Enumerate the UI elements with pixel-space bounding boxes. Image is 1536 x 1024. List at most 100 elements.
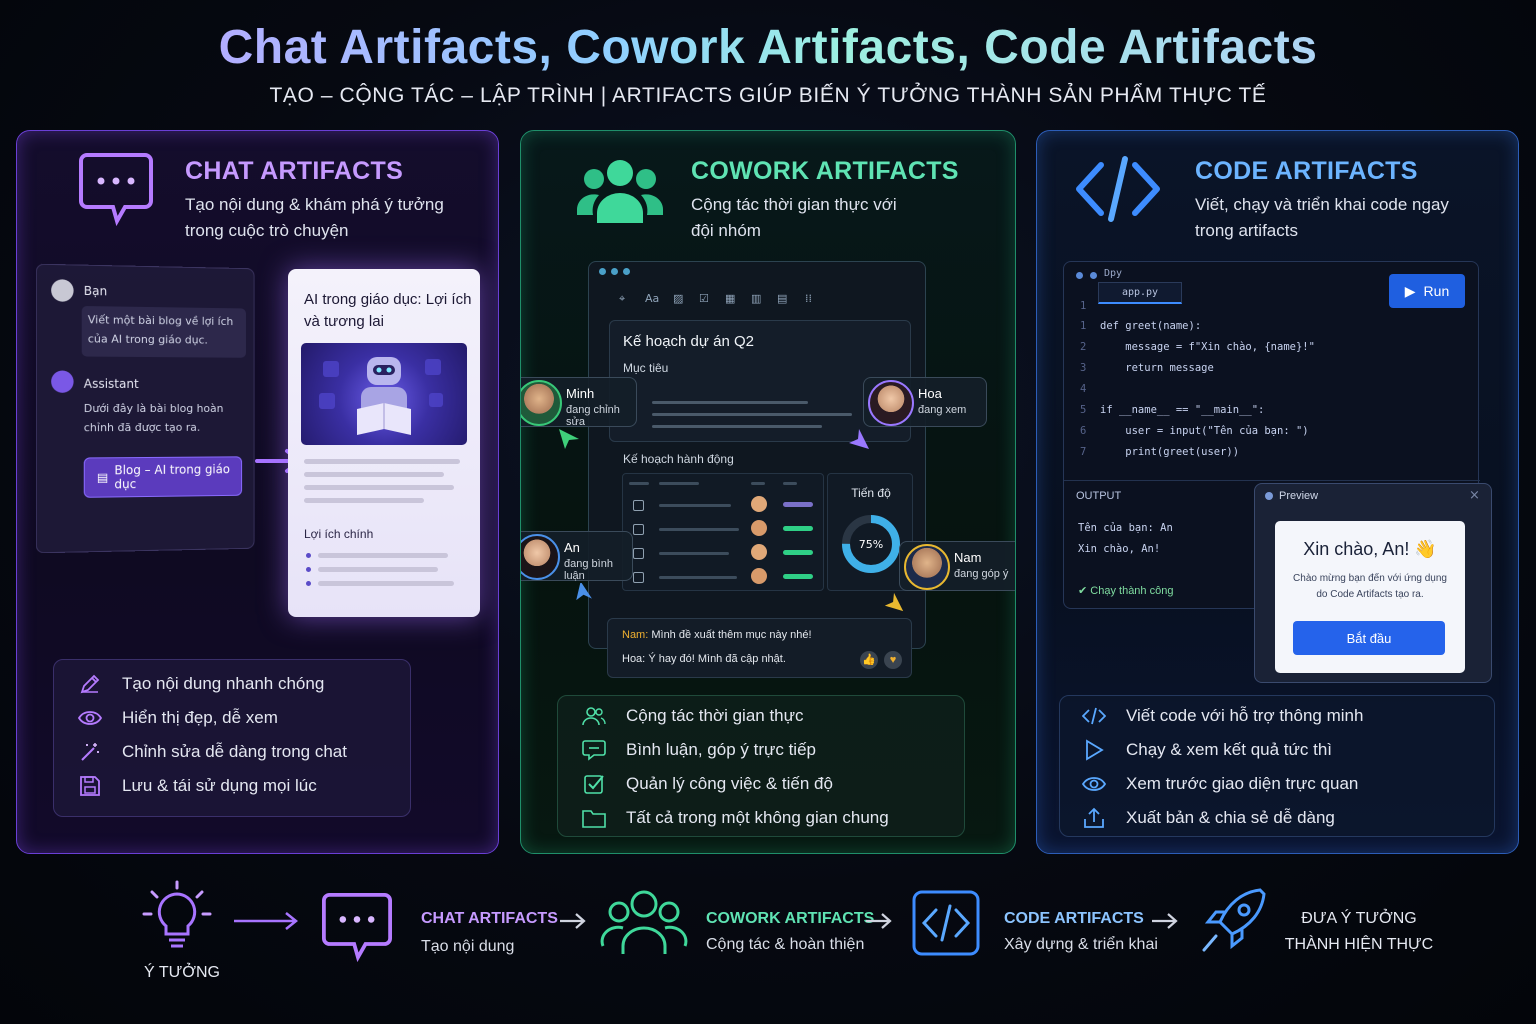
- feature-label: Hiển thị đẹp, dễ xem: [122, 708, 278, 728]
- chat-bubble-icon: [322, 890, 392, 964]
- code-line: message = f"Xin chào, {name}!": [1100, 341, 1315, 353]
- task-checkbox[interactable]: [633, 548, 644, 559]
- doc-title: Kế hoạch dự án Q2: [623, 333, 754, 350]
- cursor-pointer-icon: [557, 427, 581, 451]
- task-checkbox[interactable]: [633, 572, 644, 583]
- code-feature-list: Viết code với hỗ trợ thông minh Chạy & x…: [1059, 695, 1495, 837]
- user-avatar: [51, 279, 73, 302]
- task-checkbox[interactable]: [633, 524, 644, 535]
- graph-tool-icon[interactable]: ▤: [777, 292, 787, 305]
- window-title: Dpy: [1104, 268, 1122, 279]
- folder-icon: [582, 806, 606, 830]
- cowork-artifacts-panel: COWORK ARTIFACTS Cộng tác thời gian thực…: [520, 130, 1016, 854]
- collaborator-status: đang bình luận: [564, 558, 632, 582]
- feature-item: Tất cả trong một không gian chung: [582, 806, 889, 830]
- page-title: Chat Artifacts, Cowork Artifacts, Code A…: [0, 20, 1536, 75]
- collaborator-tag-hoa: Hoa đang xem: [863, 377, 987, 427]
- thumbs-up-icon[interactable]: 👍: [860, 651, 878, 669]
- code-panel-description: Viết, chạy và triển khai code ngay trong…: [1195, 192, 1455, 244]
- chat-bubble-icon: [79, 151, 153, 227]
- task-checkbox[interactable]: [633, 500, 644, 511]
- collaborator-tag-an: An đang bình luận: [520, 531, 633, 581]
- user-message: Viết một bài blog về lợi ích của AI tron…: [82, 306, 246, 358]
- assistant-avatar: [51, 370, 73, 392]
- comment-text: Ý hay đó! Mình đã cập nhật.: [648, 653, 786, 665]
- run-label: Run: [1424, 283, 1450, 299]
- preview-window: Preview × Xin chào, An! 👋 Chào mừng bạn …: [1254, 483, 1492, 683]
- output-line: Xin chào, An!: [1078, 543, 1160, 555]
- cursor-pointer-icon: [847, 427, 871, 451]
- flow-cowork-label: COWORK ARTIFACTS: [706, 910, 874, 928]
- more-tools-icon[interactable]: ⁞⁞: [805, 292, 812, 305]
- file-tab[interactable]: app.py: [1098, 282, 1182, 304]
- cowork-panel-title: COWORK ARTIFACTS: [691, 157, 959, 186]
- blog-section-title: Lợi ích chính: [304, 527, 373, 541]
- comment-thread: Nam: Mình đề xuất thêm mục này nhé! Hoa:…: [607, 618, 912, 678]
- feature-item: Quản lý công việc & tiến độ: [582, 772, 833, 796]
- code-line: user = input("Tên của bạn: "): [1100, 425, 1309, 437]
- feature-label: Cộng tác thời gian thực: [626, 706, 804, 726]
- start-button[interactable]: Bắt đầu: [1293, 621, 1445, 655]
- comment-author: Nam:: [622, 629, 648, 641]
- flow-final-label: THÀNH HIỆN THỰC: [1284, 936, 1434, 954]
- feature-label: Lưu & tái sử dụng mọi lúc: [122, 776, 317, 796]
- chat-panel-title: CHAT ARTIFACTS: [185, 157, 403, 186]
- cowork-panel-description: Cộng tác thời gian thực với đội nhóm: [691, 192, 911, 244]
- an-avatar: [520, 534, 560, 580]
- feature-label: Bình luận, góp ý trực tiếp: [626, 740, 816, 760]
- blog-artifact-button[interactable]: ▤ Blog – AI trong giáo dục: [84, 456, 242, 498]
- heart-icon[interactable]: ♥: [884, 651, 902, 669]
- comment-text: Mình đề xuất thêm mục này nhé!: [651, 629, 811, 641]
- feature-label: Tất cả trong một không gian chung: [626, 808, 889, 828]
- code-line: if __name__ == "__main__":: [1100, 404, 1264, 416]
- flow-cowork-sub: Cộng tác & hoàn thiện: [706, 936, 864, 954]
- close-icon[interactable]: ×: [1469, 488, 1480, 503]
- text-format-button[interactable]: Aa: [645, 292, 659, 305]
- feature-item: Chỉnh sửa dễ dàng trong chat: [78, 740, 347, 764]
- collaborator-tag-minh: Minh đang chỉnh sửa: [520, 377, 637, 427]
- assistant-message: Dưới đây là bài blog hoàn chỉnh đã được …: [84, 399, 242, 437]
- eye-icon: [1082, 772, 1106, 796]
- output-label: OUTPUT: [1076, 490, 1121, 502]
- users-icon: [582, 704, 606, 728]
- run-status: ✔ Chạy thành công: [1078, 584, 1173, 597]
- goal-label: Mục tiêu: [623, 361, 668, 375]
- arrow-right-icon: [864, 910, 894, 932]
- save-icon: [78, 774, 102, 798]
- checkbox-tool-icon[interactable]: ☑: [699, 292, 709, 305]
- play-outline-icon: [1082, 738, 1106, 762]
- preview-message: Chào mừng bạn đến với ứng dụng do Code A…: [1287, 571, 1453, 603]
- pencil-icon: [78, 672, 102, 696]
- feature-label: Quản lý công việc & tiến độ: [626, 774, 833, 794]
- team-icon: [577, 155, 663, 225]
- comment-author: Hoa:: [622, 653, 645, 665]
- code-panel-title: CODE ARTIFACTS: [1195, 157, 1418, 186]
- cursor-pointer-icon: [883, 591, 905, 613]
- collaborator-name: An: [564, 540, 580, 555]
- hoa-avatar: [868, 380, 914, 426]
- image-tool-icon[interactable]: ▨: [673, 292, 683, 305]
- preview-label: Preview: [1279, 490, 1318, 502]
- collaborator-name: Minh: [566, 386, 594, 401]
- flow-idea-label: Ý TƯỞNG: [144, 964, 220, 982]
- cursor-tool-icon[interactable]: ⌖: [619, 292, 625, 306]
- feature-item: Xuất bản & chia sẻ dễ dàng: [1082, 806, 1335, 830]
- cursor-pointer-icon: [573, 583, 595, 605]
- robot-reading-image: [301, 343, 467, 445]
- nam-avatar: [904, 544, 950, 590]
- minh-avatar: [520, 380, 562, 426]
- feature-item: Hiển thị đẹp, dễ xem: [78, 706, 278, 730]
- run-button[interactable]: ▶ Run: [1389, 274, 1465, 308]
- chat-feature-list: Tạo nội dung nhanh chóng Hiển thị đẹp, d…: [53, 659, 411, 817]
- feature-item: Xem trước giao diện trực quan: [1082, 772, 1358, 796]
- collaborator-status: đang chỉnh sửa: [566, 404, 636, 428]
- magic-wand-icon: [78, 740, 102, 764]
- code-line: print(greet(user)): [1100, 446, 1239, 458]
- upload-icon: [1082, 806, 1106, 830]
- cowork-feature-list: Cộng tác thời gian thực Bình luận, góp ý…: [557, 695, 965, 837]
- chart-tool-icon[interactable]: ▥: [751, 292, 761, 305]
- blog-artifact-card[interactable]: AI trong giáo dục: Lợi ích và tương lai …: [288, 269, 480, 617]
- chat-artifacts-panel: CHAT ARTIFACTS Tạo nội dung & khám phá ý…: [16, 130, 499, 854]
- table-tool-icon[interactable]: ▦: [725, 292, 735, 305]
- comment-icon: [582, 738, 606, 762]
